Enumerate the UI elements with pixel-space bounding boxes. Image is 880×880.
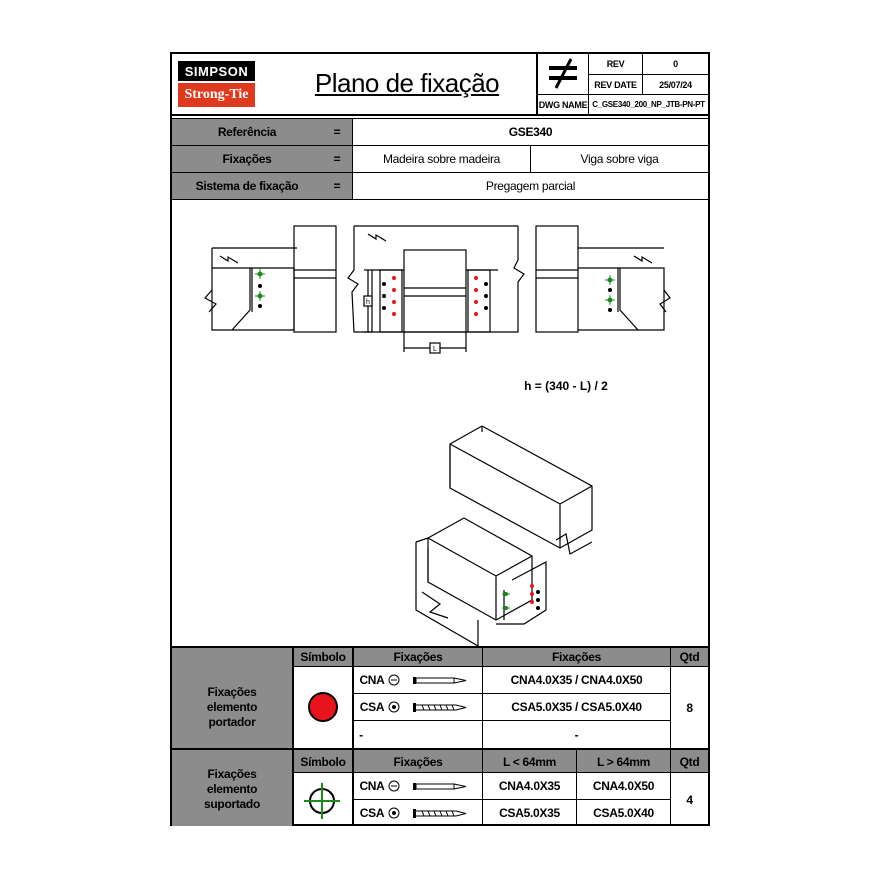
rev-label: REV — [606, 59, 625, 69]
supporting-group-label: Fixações elemento portador — [206, 684, 258, 729]
fixings-header: Fixações — [393, 755, 443, 769]
fixings-value-b: Viga sobre viga — [580, 152, 659, 166]
fixing-long: CNA4.0X50 — [592, 779, 655, 793]
fixing-short: CNA4.0X35 — [498, 779, 561, 793]
symbol-header: Símbolo — [300, 755, 346, 769]
rev-value: 0 — [673, 59, 678, 69]
center-view-fixings — [382, 276, 488, 316]
length-short-header: L < 64mm — [502, 755, 557, 769]
supported-group-label: Fixações elemento suportado — [204, 766, 260, 811]
screw-icon — [386, 805, 482, 821]
fixing-value: CNA4.0X35 / CNA4.0X50 — [510, 673, 643, 687]
fixings-value-a: Madeira sobre madeira — [382, 152, 501, 166]
fixing-value: CSA5.0X35 / CSA5.0X40 — [511, 700, 642, 714]
right-view-fixings — [605, 275, 615, 312]
supporting-fixings-table: Fixações elemento portador Símbolo Fixaç… — [172, 646, 708, 750]
qty-value: 4 — [686, 792, 693, 807]
drawing-area: h L — [172, 200, 708, 648]
reference-eq: = — [333, 125, 341, 139]
page-title: Plano de fixação — [314, 67, 500, 98]
fixings-header-2: Fixações — [552, 650, 601, 664]
drawing-sheet: SIMPSON Strong-Tie Plano de fixação DWG … — [170, 52, 710, 826]
row-type: CSA — [359, 700, 385, 714]
brand-logo-top: SIMPSON — [178, 61, 255, 81]
dwg-name-label: DWG NAME — [538, 99, 588, 110]
supported-fixings-table: Fixações elemento suportado Símbolo Fixa… — [172, 750, 708, 826]
reference-label: Referência — [217, 125, 277, 139]
header: SIMPSON Strong-Tie Plano de fixação DWG … — [172, 54, 708, 114]
nail-icon — [386, 778, 482, 794]
fixing-short: CSA5.0X35 — [499, 806, 560, 820]
left-view-fixings — [255, 269, 265, 308]
system-value: Pregagem parcial — [485, 179, 576, 193]
not-equal-icon — [538, 54, 588, 94]
fixings-header: Fixações — [393, 650, 443, 664]
red-dot-symbol — [308, 692, 338, 722]
screw-icon — [386, 699, 482, 715]
formula-text: h = (340 - L) / 2 — [524, 379, 608, 393]
green-crosshair-symbol — [304, 783, 340, 819]
qty-header: Qtd — [679, 755, 700, 769]
rev-date-label: REV DATE — [594, 79, 637, 90]
l-dimension-label: L — [433, 346, 437, 353]
nail-icon — [386, 672, 482, 688]
brand-logo-bottom: Strong-Tie — [178, 83, 255, 107]
qty-value: 8 — [686, 700, 693, 715]
qty-header: Qtd — [679, 650, 700, 664]
fixing-long: CSA5.0X40 — [593, 806, 654, 820]
row-type: CSA — [359, 806, 385, 820]
dwg-name-value: C_GSE340_200_NP_JTB-PN-PT — [592, 100, 705, 109]
row-type: - — [359, 727, 363, 742]
length-long-header: L > 64mm — [596, 755, 651, 769]
fixing-value: - — [574, 727, 579, 742]
info-table: Referência = GSE340 Fixações = Madeira s… — [172, 118, 708, 200]
system-eq: = — [333, 179, 341, 193]
row-type: CNA — [359, 779, 385, 793]
system-label: Sistema de fixação — [195, 179, 299, 193]
isometric-view — [415, 425, 593, 648]
fixings-eq: = — [333, 152, 341, 166]
rev-date-value: 25/07/24 — [659, 79, 692, 90]
technical-drawing: h L — [204, 225, 671, 648]
reference-value: GSE340 — [508, 125, 553, 139]
row-type: CNA — [359, 673, 385, 687]
isometric-fixings — [502, 584, 540, 610]
symbol-header: Símbolo — [300, 650, 346, 664]
h-dimension-label: h — [366, 299, 370, 306]
fixings-label: Fixações — [222, 152, 272, 166]
